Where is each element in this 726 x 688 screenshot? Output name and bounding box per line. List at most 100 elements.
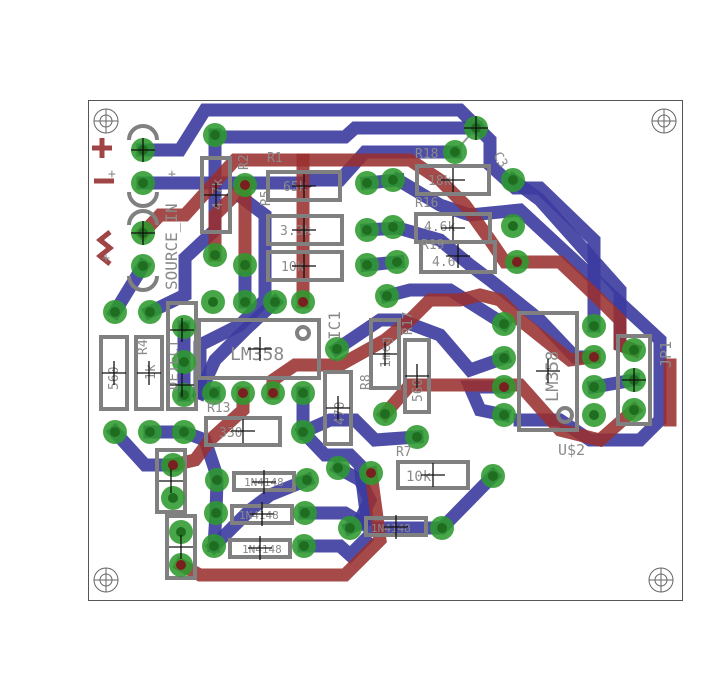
label-r16: R16 [415,196,438,211]
label-r5: R5 [259,190,274,206]
value-r13: 330 [219,426,242,441]
drill-hole [412,432,422,442]
label-r13: R13 [207,401,230,416]
drill-hole [629,405,639,415]
diode-d3-label: 1N4148 [242,543,282,556]
label-jp1: JP1 [657,341,675,368]
drill-hole [332,344,342,354]
drill-hole [380,409,390,419]
value-us2: LM358 [543,351,563,402]
value-r7: 10k [406,469,432,485]
drill-hole [629,345,639,355]
label-c3: C3 [490,150,511,171]
drill-hole [589,352,599,362]
drill-hole [589,321,599,331]
drill-hole [240,260,250,270]
value-r14: 470 [333,402,348,425]
drill-hole [179,390,189,400]
drill-hole [345,523,355,533]
mounting-hole-icon [648,567,674,593]
label-plus-3: + [99,254,114,262]
value-ic1: LM358 [230,344,284,365]
drill-hole [110,307,120,317]
drill-hole [298,388,308,398]
drill-hole [298,427,308,437]
drill-hole [179,427,189,437]
drill-hole [362,225,372,235]
drill-hole [211,508,221,518]
drill-hole [138,178,148,188]
value-r5: 3.3k [280,224,311,239]
pads [103,116,646,577]
label-r19: R19 [421,238,444,253]
drill-hole [512,257,522,267]
drill-hole [450,147,460,157]
label-r17: R17 [401,312,416,335]
drill-hole [145,427,155,437]
value-r17: 560 [411,379,426,402]
mounting-hole-icon [651,108,677,134]
label-plus-1: + [108,167,116,182]
power-symbol-icon [92,138,115,266]
label-us2: U$2 [558,441,585,459]
drill-hole [209,541,219,551]
drill-hole [208,297,218,307]
value-r1: 65k [283,180,307,195]
drill-hole [508,175,518,185]
drill-hole [168,460,178,470]
drill-hole [212,475,222,485]
drill-hole [392,257,402,267]
value-r8: 1meg [379,337,394,368]
label-plus-2: + [168,167,176,182]
value-r16: 4.6k [424,220,455,235]
component-origin-markers [102,116,646,560]
drill-hole [179,357,189,367]
drill-hole [210,130,220,140]
drill-hole [589,410,599,420]
drill-hole [176,560,186,570]
drill-hole [168,493,178,503]
label-detect: DETECT [166,339,182,390]
drill-hole [176,527,186,537]
value-r4: 1k [144,364,159,380]
drill-hole [589,382,599,392]
drill-hole [508,221,518,231]
value-r3: 10k [281,260,305,275]
drill-hole [302,475,312,485]
drill-hole [298,297,308,307]
value-r18: 18k [428,174,452,189]
drill-hole [499,319,509,329]
drill-hole [138,261,148,271]
drill-hole [300,508,310,518]
drill-hole [388,222,398,232]
drill-hole [362,260,372,270]
drill-hole [333,463,343,473]
label-source-in: SOURCE_IN [162,203,181,290]
drill-hole [145,307,155,317]
drill-hole [499,382,509,392]
label-r1: R1 [267,151,283,166]
label-r18: R18 [415,147,438,162]
drill-hole [499,410,509,420]
drill-hole [240,180,250,190]
drill-hole [388,175,398,185]
label-r7: R7 [396,445,412,460]
drill-hole [110,427,120,437]
drill-hole [268,388,278,398]
drill-hole [362,178,372,188]
drill-hole [499,353,509,363]
label-r2: R2 [237,154,252,170]
mounting-hole-icon [93,108,119,134]
mounting-hole-icon [93,567,119,593]
value-r2: 4.7k [211,179,226,210]
drill-hole [270,297,280,307]
drill-hole [210,250,220,260]
drill-hole [240,297,250,307]
diode-d2-label: 1N4148 [239,509,279,522]
drill-hole [437,523,447,533]
label-r8: R8 [359,374,374,390]
drill-hole [366,468,376,478]
diode-d4-label: 1N4148 [371,522,411,535]
value-r19: 4.6 [432,255,455,270]
